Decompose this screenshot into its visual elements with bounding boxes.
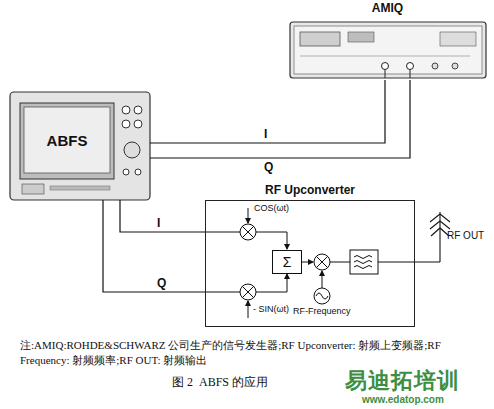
signal-name: Q [262,161,275,174]
signal-wire [120,200,205,232]
signal-name: I [262,128,269,141]
oscillator-label: RF-Frequency [293,306,351,316]
watermark: 易迪拓培训 [345,366,460,396]
screen-label: ABFS [24,107,110,173]
device-heading: AMIQ [325,0,450,16]
box-heading: RF Upconverter [205,182,415,198]
abfs-instrument: ABFS [10,92,150,200]
upconverter-box: RF UpconverterΣ [205,182,415,327]
carrier-label: - SIN(ωt) [253,304,289,314]
summer-box: Σ [272,250,302,274]
abfs-device [10,92,150,200]
signal-wire [103,200,205,292]
signal-wire [150,80,385,143]
amiq-device [290,22,486,78]
figure-caption: 图 2 ABFS 的应用 [172,374,268,391]
signal-name: Q [155,277,168,290]
watermark-url: www.edatop.com [362,394,444,405]
signal-wire [150,80,410,158]
sum-symbol: Σ [273,251,301,273]
carrier-label: COS(ωt) [254,203,289,213]
signal-generator: AMIQ [285,0,490,80]
note-text: 注:AMIQ:ROHDE&SCHWARZ 公司生产的信号发生器;RF Upcon… [20,338,485,368]
upconverter-internals [205,208,440,318]
signal-name: I [155,217,162,230]
output-label: RF OUT [447,230,484,241]
